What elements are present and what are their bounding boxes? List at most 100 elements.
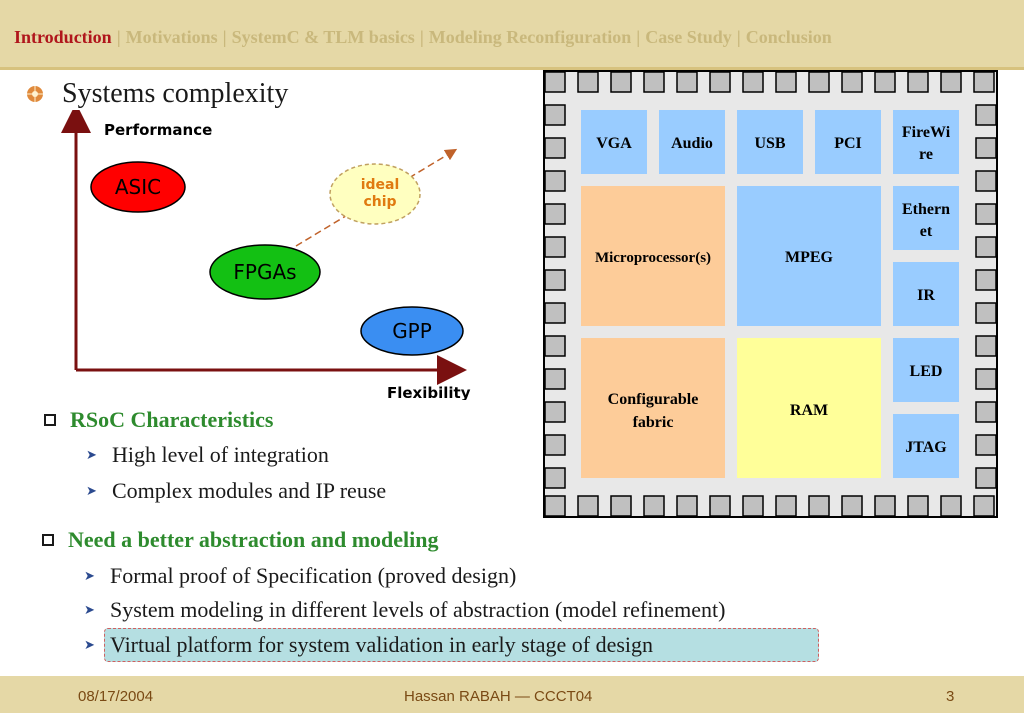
usb-label: USB	[754, 135, 785, 152]
io-pin	[975, 368, 997, 390]
y-axis-label: Performance	[104, 121, 212, 139]
rsoc-point-text: Complex modules and IP reuse	[112, 478, 387, 503]
io-pin	[940, 495, 962, 517]
led-label: LED	[910, 363, 943, 380]
nav-separator: |	[116, 26, 121, 47]
configurable-fabric-block	[581, 338, 725, 478]
io-pin	[544, 467, 566, 489]
footer-author: Hassan RABAH — CCCT04	[404, 688, 593, 705]
rsoc-point-text: High level of integration	[112, 442, 329, 467]
io-pin	[975, 401, 997, 423]
firewire-label: FireWi	[902, 124, 951, 141]
io-pin	[975, 467, 997, 489]
asic-label: ASIC	[115, 175, 161, 199]
io-pin	[975, 335, 997, 357]
audio-label: Audio	[671, 135, 713, 152]
rsoc-heading-text: RSoC Characteristics	[70, 407, 274, 432]
io-pin	[577, 71, 599, 93]
checkbox-bullet-icon	[42, 534, 54, 546]
ram-block	[737, 338, 881, 478]
io-pin	[544, 495, 566, 517]
io-pin	[643, 495, 665, 517]
io-pin	[544, 335, 566, 357]
io-pin	[544, 71, 566, 93]
rsoc-point: ➤ Complex modules and IP reuse	[86, 478, 386, 504]
io-pin	[973, 71, 995, 93]
io-pin	[544, 401, 566, 423]
footer-bar: 08/17/2004 Hassan RABAH — CCCT04 3	[0, 676, 1024, 713]
ethernet-label: Ethern	[902, 201, 950, 218]
io-pin	[544, 269, 566, 291]
configurable-label: Configurable	[608, 391, 699, 408]
io-pin	[940, 71, 962, 93]
footer-date: 08/17/2004	[78, 688, 154, 705]
ideal-chip-label-line2: chip	[363, 194, 396, 210]
io-pin	[775, 495, 797, 517]
nav-item-introduction[interactable]: Introduction	[14, 26, 112, 47]
io-pin	[676, 71, 698, 93]
mpeg-block	[737, 186, 881, 326]
io-pin	[973, 495, 995, 517]
io-pin	[544, 137, 566, 159]
header-bar	[0, 0, 1024, 70]
rsoc-heading: RSoC Characteristics	[44, 407, 273, 433]
jtag-block	[893, 414, 959, 478]
io-pin	[808, 71, 830, 93]
ram-label: RAM	[790, 402, 828, 419]
microprocessor-block	[581, 186, 725, 326]
nav-item-systemc-tlm[interactable]: SystemC & TLM basics	[231, 26, 415, 47]
ethernet-label: et	[920, 223, 933, 240]
io-pin	[975, 269, 997, 291]
io-pin	[874, 71, 896, 93]
nav-separator: |	[736, 26, 741, 47]
modeling-heading: Need a better abstraction and modeling	[42, 527, 439, 553]
nav-item-case-study[interactable]: Case Study	[645, 26, 732, 47]
arrow-bullet-icon: ➤	[86, 483, 97, 498]
modeling-point-text: Virtual platform for system validation i…	[110, 632, 654, 657]
io-pin	[975, 434, 997, 456]
modeling-point-highlighted: ➤ Virtual platform for system validation…	[84, 632, 653, 658]
arrow-bullet-icon: ➤	[84, 602, 95, 617]
io-pin	[975, 203, 997, 225]
nav-item-conclusion[interactable]: Conclusion	[745, 26, 832, 47]
arrow-bullet-icon: ➤	[84, 637, 95, 652]
footer-page-number: 3	[946, 688, 955, 705]
io-pin	[975, 302, 997, 324]
io-pin	[676, 495, 698, 517]
firewire-block	[893, 110, 959, 174]
x-axis-label: Flexibility	[387, 384, 471, 400]
io-pin	[544, 302, 566, 324]
io-pin	[975, 104, 997, 126]
io-pin	[610, 71, 632, 93]
led-block	[893, 338, 959, 402]
performance-flexibility-diagram: Performance Flexibility ASIC ideal chip …	[61, 110, 471, 400]
nav-item-modeling-reconfiguration[interactable]: Modeling Reconfiguration	[428, 26, 632, 47]
io-pin	[544, 203, 566, 225]
io-pin	[975, 170, 997, 192]
modeling-heading-text: Need a better abstraction and modeling	[68, 527, 439, 552]
gpp-oval	[360, 306, 464, 356]
nav-item-motivations[interactable]: Motivations	[125, 26, 218, 47]
slide-title: Systems complexity	[26, 78, 288, 110]
ir-block	[893, 262, 959, 326]
io-pin	[841, 495, 863, 517]
io-pin	[544, 104, 566, 126]
pci-block	[815, 110, 881, 174]
io-pin	[709, 495, 731, 517]
header-divider	[0, 67, 1024, 70]
modeling-point-text: Formal proof of Specification (proved de…	[110, 563, 517, 588]
nav-separator: |	[636, 26, 641, 47]
usb-block	[737, 110, 803, 174]
asic-oval	[90, 161, 186, 213]
io-pin	[643, 71, 665, 93]
rsoc-point: ➤ High level of integration	[86, 442, 329, 468]
io-pin	[742, 495, 764, 517]
gpp-label: GPP	[392, 319, 432, 343]
io-pin	[775, 71, 797, 93]
fpgas-oval	[209, 244, 321, 300]
vga-label: VGA	[596, 135, 632, 152]
io-pin	[975, 236, 997, 258]
highlight-box	[104, 628, 819, 662]
configurable-label: fabric	[633, 414, 674, 431]
io-pin	[975, 137, 997, 159]
